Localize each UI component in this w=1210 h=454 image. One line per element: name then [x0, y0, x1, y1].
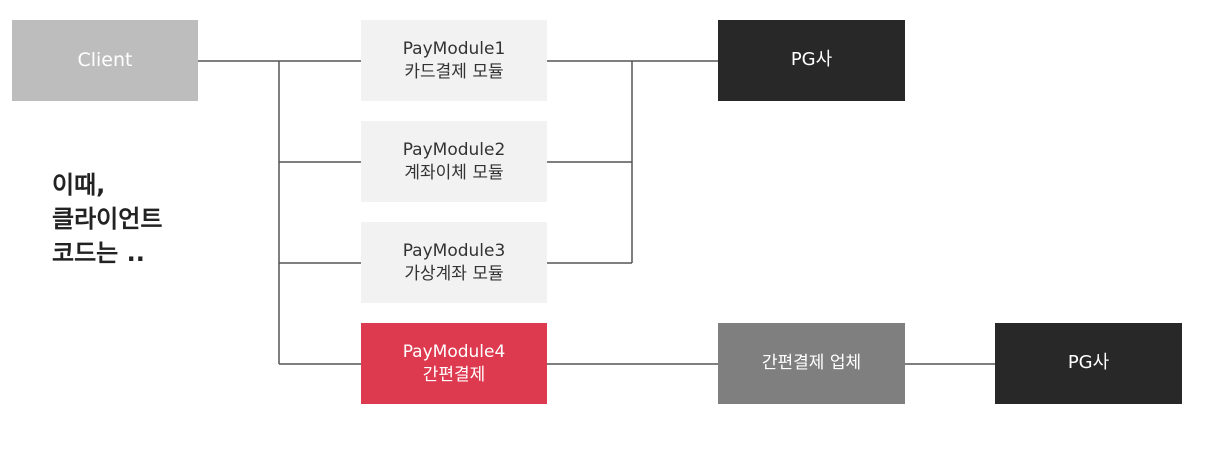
paymodule4-box: PayModule4 간편결제	[361, 323, 547, 404]
paymodule4-name: PayModule4	[402, 341, 506, 362]
pg-bottom-box: PG사	[995, 323, 1182, 404]
client-label: Client	[77, 48, 133, 71]
paymodule2-desc: 계좌이체 모듈	[404, 162, 504, 183]
paymodule4-desc: 간편결제	[422, 364, 486, 385]
paymodule1-box: PayModule1 카드결제 모듈	[361, 20, 547, 101]
pg-bottom-label: PG사	[1067, 352, 1110, 374]
paymodule2-name: PayModule2	[402, 139, 506, 160]
easy-pay-vendor-box: 간편결제 업체	[718, 323, 905, 404]
paymodule2-box: PayModule2 계좌이체 모듈	[361, 121, 547, 202]
paymodule1-desc: 카드결제 모듈	[404, 61, 504, 82]
side-note-line-3: 코드는 ..	[52, 239, 145, 267]
side-note-line-1: 이때,	[52, 171, 106, 199]
paymodule3-name: PayModule3	[402, 240, 506, 261]
pg-top-box: PG사	[718, 20, 905, 101]
paymodule3-desc: 가상계좌 모듈	[404, 263, 504, 284]
pg-top-label: PG사	[790, 49, 833, 71]
client-box: Client	[12, 20, 198, 101]
side-note: 이때, 클라이언트 코드는 ..	[52, 168, 162, 270]
side-note-line-2: 클라이언트	[52, 205, 163, 233]
paymodule1-name: PayModule1	[402, 38, 506, 59]
paymodule3-box: PayModule3 가상계좌 모듈	[361, 222, 547, 303]
easy-pay-vendor-label: 간편결제 업체	[761, 353, 862, 374]
